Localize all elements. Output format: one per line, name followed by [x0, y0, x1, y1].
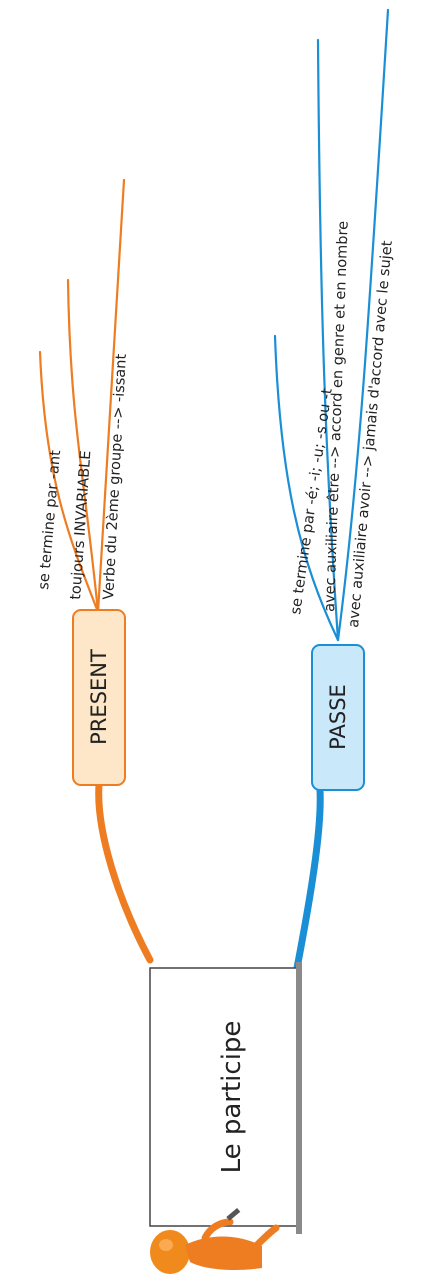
- passe-leaf-lines: [273, 8, 390, 642]
- central-title: Le participe: [217, 1021, 247, 1174]
- connector-present: [95, 781, 154, 964]
- present-leaf-lines: [38, 178, 126, 614]
- branch-passe: PASSE: [311, 644, 365, 791]
- passe-label: PASSE: [326, 684, 350, 750]
- present-leaves: se termine par -ant toujours INVARIABLE …: [36, 353, 130, 600]
- passe-leaves: se termine par -é; -i; -u; -s ou -t avec…: [288, 221, 396, 629]
- central-node: Le participe: [149, 962, 302, 1234]
- orange-figure-icon: [150, 1207, 280, 1274]
- branch-present: PRESENT: [72, 609, 126, 786]
- present-leaf-1: se termine par -ant: [36, 449, 64, 590]
- passe-leaf-3: avec auxiliaire avoir --> jamais d'accor…: [346, 240, 396, 629]
- connector-passe: [293, 786, 324, 972]
- present-leaf-2: toujours INVARIABLE: [68, 450, 94, 600]
- present-label: PRESENT: [87, 649, 111, 745]
